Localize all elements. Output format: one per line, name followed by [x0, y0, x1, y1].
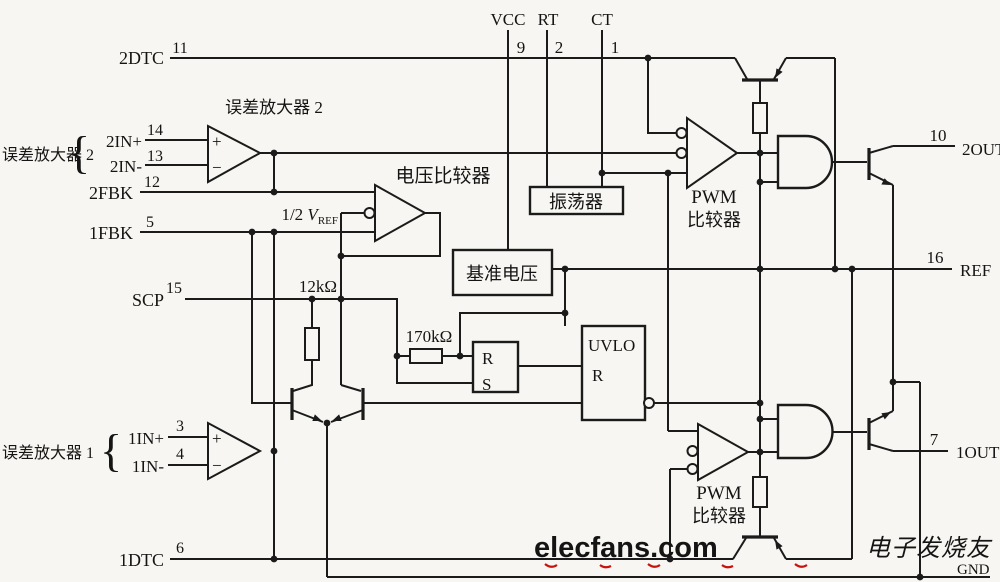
pin-vcc-number: 9 — [517, 38, 526, 57]
oscillator-box — [528, 185, 625, 216]
error-amp2-side-label: 误差放大器 2 — [2, 146, 94, 164]
watermark: elecfans.com 电子发烧友 — [534, 532, 993, 569]
pin-2dtc-label: 2DTC — [119, 48, 164, 68]
dtc1-transistor-arrow-icon — [775, 540, 783, 550]
pin-ref-label: REF — [960, 261, 991, 280]
pin-vcc-label: VCC — [491, 10, 526, 29]
pin-1out-label: 1OUT — [956, 443, 1000, 462]
pin-1out-number: 7 — [930, 430, 939, 449]
resistor-12k — [304, 327, 320, 361]
out2-emitter-arrow-icon — [881, 178, 891, 185]
uvlo-box — [580, 324, 647, 422]
out1-emitter-arrow-icon — [881, 412, 891, 420]
error-amp2-title: 误差放大器 2 — [225, 98, 323, 117]
pair-right-arrow-icon — [332, 414, 342, 421]
pin-1dtc-number: 6 — [176, 540, 184, 557]
transistor-arrows — [312, 68, 891, 550]
pwm-comparator2-triangle — [697, 422, 751, 482]
resistor-170k — [409, 348, 443, 364]
pwm1-word: PWM — [691, 187, 737, 208]
amp-triangles — [207, 116, 751, 482]
ea1-minus-sign: − — [212, 456, 222, 475]
pin-2out-number: 10 — [930, 126, 947, 145]
resistors — [304, 102, 768, 508]
latch-r-label: R — [482, 349, 494, 368]
pin-rt-number: 2 — [555, 38, 564, 57]
rs-latch-box — [471, 340, 520, 394]
error-amp2-triangle — [207, 124, 263, 184]
half-vref-v: V — [307, 205, 320, 224]
and-gates — [776, 134, 834, 460]
latch-s-label: S — [482, 375, 491, 394]
pin-2inn-number: 13 — [147, 148, 163, 165]
pwm2-comparator-word: 比较器 — [692, 506, 746, 526]
wire-segments — [140, 30, 990, 578]
inverter-bubbles — [363, 127, 699, 475]
watermark-brand: elecfans.com — [534, 532, 718, 564]
pin-gnd-label: GND — [957, 562, 990, 578]
watermark-underline-marks — [544, 563, 808, 569]
pin-2inn-label: 2IN- — [110, 157, 142, 176]
pin-ct-number: 1 — [611, 38, 620, 57]
and-gate-out1 — [776, 403, 834, 460]
pwm2-word: PWM — [696, 483, 742, 504]
and-gate-out2 — [776, 134, 834, 190]
reference-box — [451, 248, 554, 297]
pin-ct-label: CT — [591, 10, 613, 29]
reference-box-label: 基准电压 — [466, 264, 538, 284]
pin-1inn-number: 4 — [176, 446, 184, 463]
junction-dots — [248, 54, 924, 581]
error-amp1-triangle — [207, 421, 263, 481]
half-vref-label: 1/2 VREF — [281, 205, 338, 227]
pin-1inp-number: 3 — [176, 418, 184, 435]
error-amp2-brace: { — [68, 127, 90, 178]
pin-2inp-number: 14 — [147, 122, 163, 139]
uvlo-r-label: R — [592, 366, 604, 385]
pwm-comparator1-triangle — [686, 116, 739, 190]
pin-2dtc-number: 11 — [172, 40, 187, 57]
resistor-12k-value: 12kΩ — [299, 277, 337, 296]
half-vref-sub: REF — [318, 215, 338, 227]
oscillator-box-label: 振荡器 — [549, 192, 603, 212]
pin-1inn-label: 1IN- — [132, 457, 164, 476]
ea2-minus-sign: − — [212, 158, 222, 177]
pin-1fbk-label: 1FBK — [89, 223, 133, 243]
pin-2fbk-number: 12 — [144, 174, 160, 191]
voltage-comparator-title: 电压比较器 — [395, 165, 490, 187]
pin-2inp-label: 2IN+ — [106, 132, 142, 151]
pin-scp-number: 15 — [166, 280, 182, 297]
uvlo-box-title: UVLO — [588, 336, 635, 355]
half-vref-prefix: 1/2 — [281, 205, 307, 224]
ea2-plus-sign: + — [212, 132, 222, 151]
pin-scp-label: SCP — [132, 290, 164, 310]
watermark-site-cn: 电子发烧友 — [866, 535, 993, 562]
pin-1fbk-number: 5 — [146, 214, 154, 231]
transistor-base-bars — [290, 78, 871, 539]
resistor-top-right — [752, 102, 768, 134]
pin-1dtc-label: 1DTC — [119, 550, 164, 570]
pin-ref-number: 16 — [927, 248, 944, 267]
voltage-comparator-triangle — [374, 183, 428, 243]
pin-2fbk-label: 2FBK — [89, 183, 133, 203]
ea1-plus-sign: + — [212, 429, 222, 448]
error-amp1-side-label: 误差放大器 1 — [2, 444, 94, 462]
pwm1-comparator-word: 比较器 — [687, 210, 741, 230]
function-blocks — [451, 185, 647, 422]
pin-1inp-label: 1IN+ — [128, 429, 164, 448]
pin-rt-label: RT — [538, 10, 559, 29]
pin-2out-label: 2OUT — [962, 140, 1000, 159]
pair-left-arrow-icon — [312, 414, 322, 421]
resistor-bottom-right — [752, 476, 768, 508]
error-amp1-brace: { — [100, 425, 122, 476]
dtc2-transistor-arrow-icon — [775, 68, 783, 78]
resistor-170k-value: 170kΩ — [406, 327, 453, 346]
